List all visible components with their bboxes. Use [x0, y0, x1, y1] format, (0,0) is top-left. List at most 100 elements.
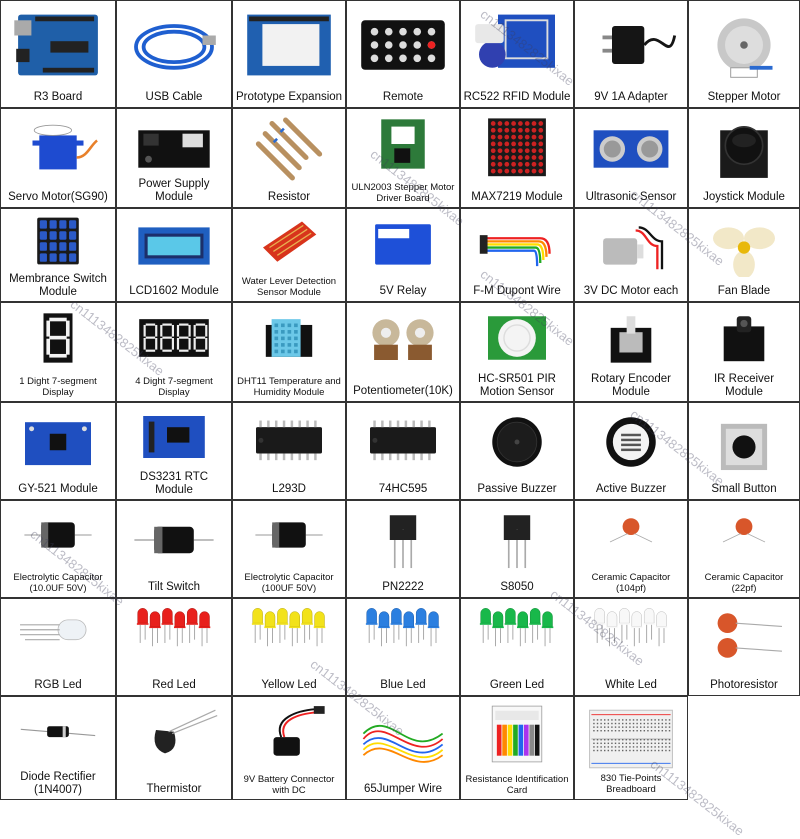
product-name-line2: (22pf) — [731, 583, 757, 595]
product-cell: Electrolytic Capacitor(10.0UF 50V) — [0, 500, 116, 598]
four-digit-display-icon — [123, 309, 225, 367]
stepper-motor-icon — [695, 7, 793, 83]
product-label: Stepper Motor — [691, 91, 797, 104]
usb-cable-icon — [123, 7, 225, 83]
product-label: RGB Led — [3, 679, 113, 692]
product-cell: USB Cable — [116, 0, 232, 108]
product-name: 1 Dight 7-segment — [19, 376, 97, 388]
tilt-switch-icon — [123, 507, 225, 573]
product-name: Servo Motor(SG90) — [8, 190, 108, 203]
product-name-line2: (10.0UF 50V) — [29, 583, 87, 595]
product-cell: . S8050 — [460, 500, 574, 598]
jumper-wire-icon — [353, 703, 453, 775]
product-cell: GY-521 Module — [0, 402, 116, 500]
product-cell: Photoresistor — [688, 598, 800, 696]
product-cell: 65Jumper Wire — [346, 696, 460, 800]
product-name-line2: Module — [612, 385, 650, 398]
product-name: Remote — [382, 90, 424, 103]
product-label: Yellow Led — [235, 679, 343, 692]
product-name: Rotary Encoder — [591, 372, 671, 385]
ir-receiver-icon — [695, 309, 793, 367]
product-cell: Fan Blade — [688, 208, 800, 302]
product-name-line2: Display — [158, 387, 190, 399]
product-name: Ultrasonic Sensor — [585, 190, 677, 203]
product-name: HC-SR501 PIR — [478, 372, 556, 385]
red-led-icon — [123, 605, 225, 671]
product-name-line2: Humidity Module — [253, 387, 325, 399]
product-name: Power Supply Module — [138, 177, 210, 203]
water-sensor-icon — [239, 215, 339, 267]
product-name: Resistance Identification — [465, 774, 569, 786]
product-cell: Joystick Module — [688, 108, 800, 208]
product-label: GY-521 Module — [3, 483, 113, 496]
product-label: S8050 — [463, 581, 571, 594]
potentiometer-icon — [353, 309, 453, 377]
transistor-icon: . — [467, 507, 567, 573]
product-name: DS3231 RTC — [139, 470, 209, 483]
product-name: DHT11 Temperature and — [237, 376, 341, 388]
product-label: Joystick Module — [691, 191, 797, 204]
blue-led-icon — [353, 605, 453, 671]
product-cell: 830 Tie-Points Breadboard — [574, 696, 688, 800]
product-name: ULN2003 Stepper Motor — [351, 182, 455, 194]
product-name: Blue Led — [380, 678, 426, 691]
product-label: Passive Buzzer — [463, 483, 571, 496]
fan-blade-icon — [695, 215, 793, 277]
product-label: USB Cable — [119, 91, 229, 104]
product-name: Water Lever Detection — [241, 276, 337, 288]
product-name: Membrance Switch — [9, 272, 107, 285]
product-name: Ceramic Capacitor — [591, 572, 671, 584]
product-cell: Servo Motor(SG90) — [0, 108, 116, 208]
product-label: Green Led — [463, 679, 571, 692]
product-name: USB Cable — [145, 90, 203, 103]
product-name: Small Button — [711, 482, 777, 495]
driver-board-icon — [353, 115, 453, 173]
product-cell: Tilt Switch — [116, 500, 232, 598]
product-label: RC522 RFID Module — [463, 91, 571, 104]
product-label: F-M Dupont Wire — [463, 285, 571, 298]
product-name-line2: Driver Board — [376, 193, 430, 205]
product-cell: Potentiometer(10K) — [346, 302, 460, 402]
product-name-line2: Display — [42, 387, 74, 399]
dc-motor-icon — [581, 215, 681, 277]
relay-icon — [353, 215, 453, 277]
product-name: 9V 1A Adapter — [594, 90, 668, 103]
svg-text:.: . — [516, 527, 517, 532]
product-name: 3V DC Motor each — [583, 284, 679, 297]
rtc-module-icon — [123, 409, 225, 465]
seven-segment-icon — [7, 309, 109, 367]
electrolytic-capacitor-icon — [239, 507, 339, 563]
electrolytic-capacitor-icon — [7, 507, 109, 563]
product-name: Red Led — [152, 678, 196, 691]
product-name-line2: Sensor Module — [257, 287, 321, 299]
lcd-icon — [123, 215, 225, 277]
product-cell: White Led — [574, 598, 688, 696]
product-name: Tilt Switch — [148, 580, 200, 593]
product-name: 5V Relay — [379, 284, 427, 297]
yellow-led-icon — [239, 605, 339, 671]
product-cell: Prototype Expansion — [232, 0, 346, 108]
product-label: 830 Tie-Points Breadboard — [577, 773, 685, 796]
resistor-card-icon — [467, 703, 567, 765]
product-cell: Red Led — [116, 598, 232, 696]
product-label: L293D — [235, 483, 343, 496]
product-name: MAX7219 Module — [471, 190, 563, 203]
product-cell: Ultrasonic Sensor — [574, 108, 688, 208]
product-label: Ceramic Capacitor(104pf) — [577, 572, 685, 595]
dupont-wire-icon — [467, 215, 567, 277]
product-label: Power Supply Module — [119, 178, 229, 204]
product-name: RGB Led — [34, 678, 82, 691]
rgb-led-icon — [7, 605, 109, 671]
product-cell: Passive Buzzer — [460, 402, 574, 500]
